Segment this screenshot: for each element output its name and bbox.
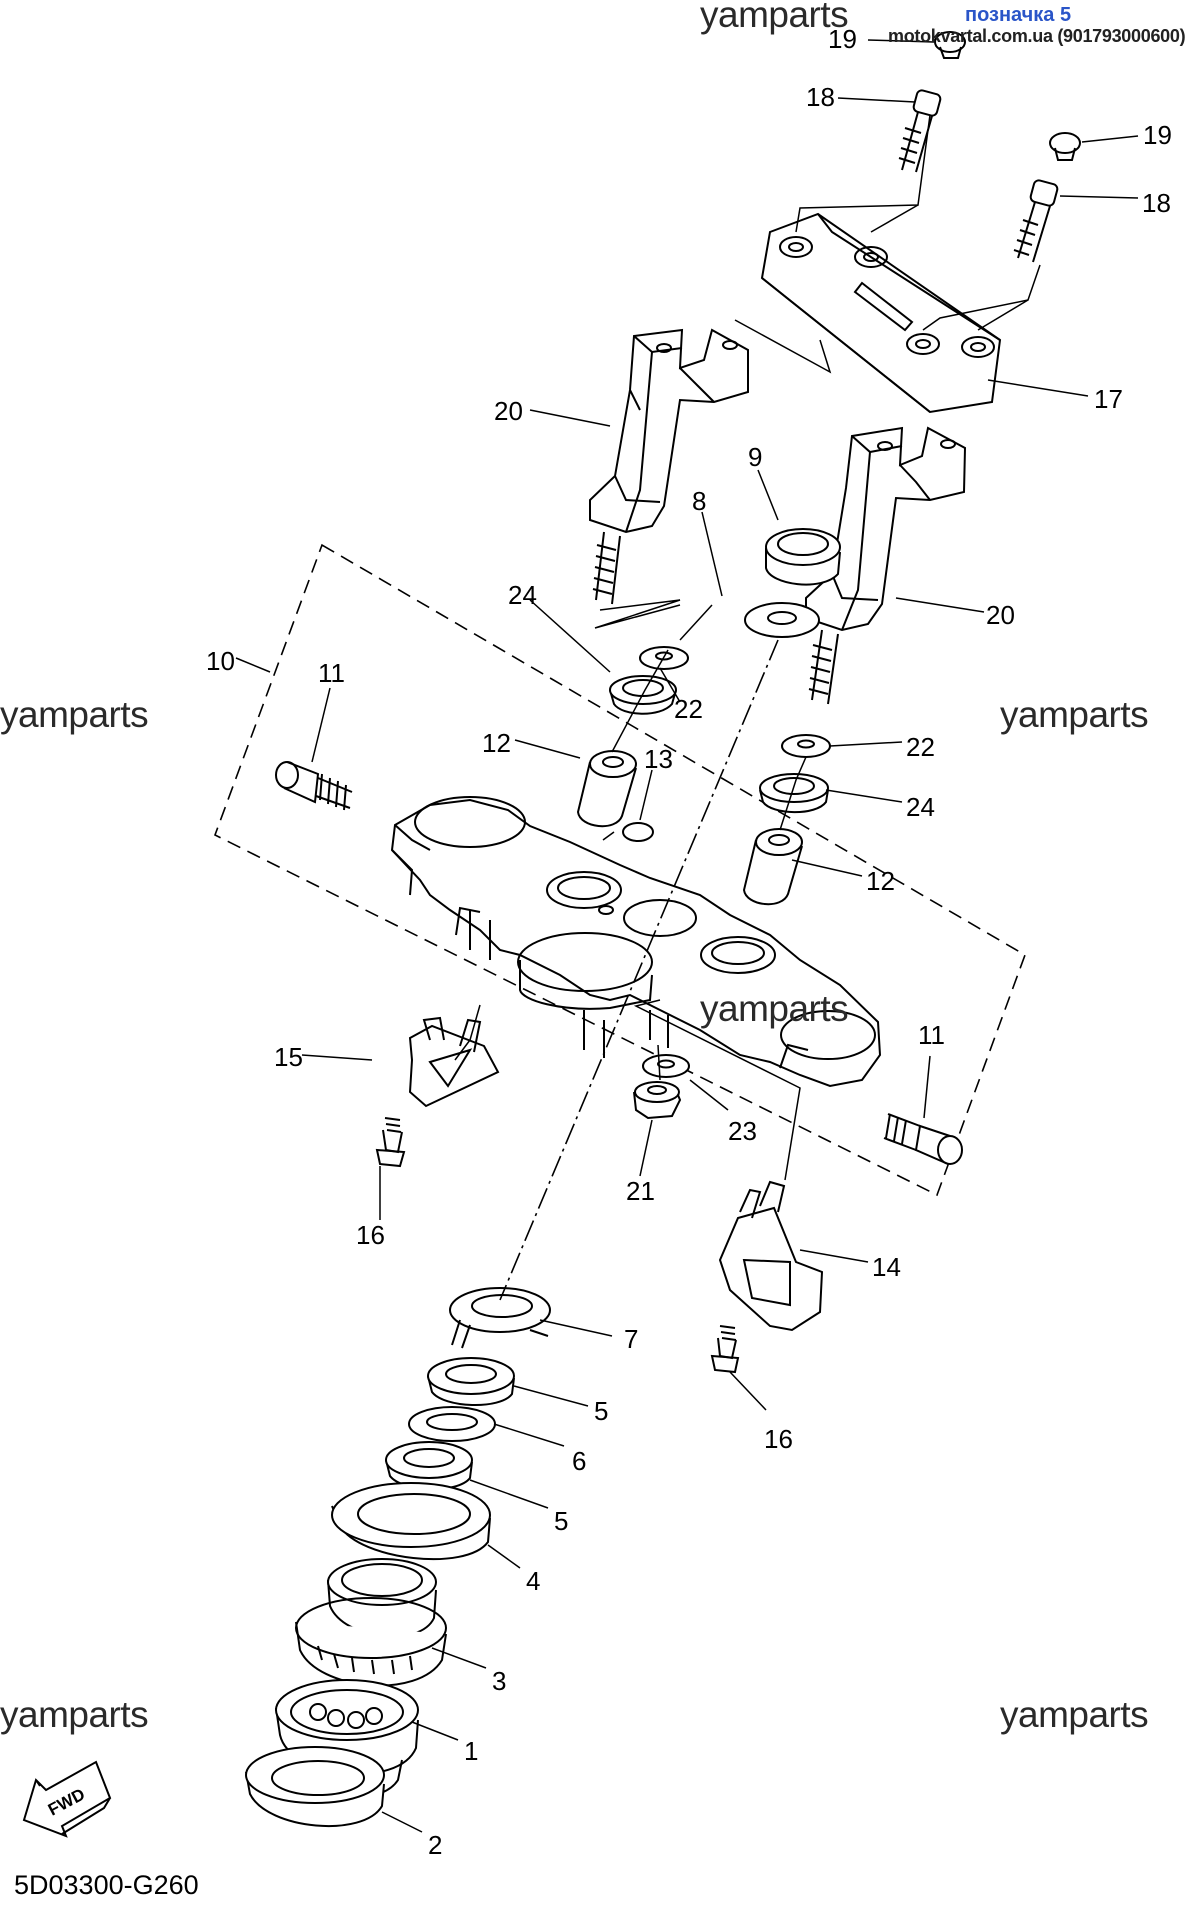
bracket-14 — [718, 1180, 824, 1332]
callout-14: 14 — [872, 1252, 901, 1282]
damper-24-right — [759, 773, 829, 814]
nut-9 — [765, 528, 841, 586]
callout-20: 20 — [494, 396, 523, 426]
callout-15: 15 — [274, 1042, 303, 1072]
callout-9: 9 — [748, 442, 762, 472]
callout-13: 13 — [644, 744, 673, 774]
header-url: motokvartal.com.ua (901793000600) — [888, 26, 1186, 46]
watermark-center: yamparts — [700, 988, 849, 1029]
callout-8: 8 — [692, 486, 706, 516]
steering-axis-line — [499, 639, 779, 1301]
washer-8 — [744, 602, 820, 638]
callout-10: 10 — [206, 646, 235, 676]
cap-19-top — [934, 31, 966, 53]
bolt-11-right — [883, 1113, 963, 1165]
watermark-top: yamparts — [700, 0, 849, 35]
bearing-3 — [295, 1558, 447, 1687]
lock-washer-7 — [449, 1287, 551, 1349]
watermark-left-mid: yamparts — [0, 694, 149, 735]
diagram-code: 5D03300-G260 — [14, 1870, 199, 1900]
callout-11: 11 — [318, 658, 345, 688]
callout-leaders — [235, 39, 1139, 1833]
damper-24-left — [609, 675, 677, 715]
bolt-18-right — [1013, 179, 1059, 263]
callout-22: 22 — [674, 694, 703, 724]
fwd-arrow-icon — [22, 1760, 112, 1838]
assembly-dashed-outline — [214, 543, 1026, 1197]
callout-19: 19 — [828, 24, 857, 54]
washer-23 — [642, 1054, 690, 1078]
ring-nut-5-top — [427, 1357, 515, 1406]
callout-5: 5 — [594, 1396, 608, 1426]
callout-12: 12 — [866, 866, 895, 896]
handlebar-holder-17 — [760, 212, 1002, 414]
callout-3: 3 — [492, 1666, 506, 1696]
callout-18: 18 — [806, 82, 835, 112]
callout-1: 1 — [464, 1736, 478, 1766]
handlebar-riser-20-right — [805, 426, 967, 705]
bolt-11-left — [275, 761, 353, 811]
callout-6: 6 — [572, 1446, 586, 1476]
callout-19: 19 — [1143, 120, 1172, 150]
o-ring-13 — [622, 822, 654, 842]
watermark-right-bottom: yamparts — [1000, 1694, 1149, 1735]
callout-23: 23 — [728, 1116, 757, 1146]
nut-21 — [633, 1081, 682, 1120]
callout-12: 12 — [482, 728, 511, 758]
callout-24: 24 — [508, 580, 537, 610]
ring-nut-5-bottom — [385, 1441, 473, 1490]
header-title: позначка 5 — [965, 4, 1072, 26]
oil-seal-2 — [245, 1746, 385, 1828]
watermark-right-mid: yamparts — [1000, 694, 1149, 735]
bushing-12-left — [576, 750, 637, 828]
watermark-left-bottom: yamparts — [0, 1694, 149, 1735]
callout-5: 5 — [554, 1506, 568, 1536]
callout-21: 21 — [626, 1176, 655, 1206]
callout-2: 2 — [428, 1830, 442, 1860]
bolt-16-right — [710, 1325, 740, 1374]
washer-6 — [408, 1406, 496, 1442]
callout-17: 17 — [1094, 384, 1123, 414]
callout-7: 7 — [624, 1324, 638, 1354]
dust-seal-4 — [331, 1482, 491, 1561]
handlebar-riser-20-left — [589, 328, 749, 605]
callout-16: 16 — [356, 1220, 385, 1250]
cap-19-right — [1049, 132, 1081, 154]
callout-4: 4 — [526, 1566, 540, 1596]
bolt-16-left — [375, 1117, 406, 1168]
upper-bracket-10 — [390, 796, 882, 1088]
bushing-12-right — [742, 828, 803, 906]
callout-20: 20 — [986, 600, 1015, 630]
callout-24: 24 — [906, 792, 935, 822]
washer-22-right — [781, 734, 831, 758]
bracket-15 — [408, 1016, 500, 1108]
callout-11: 11 — [918, 1020, 945, 1050]
callout-16: 16 — [764, 1424, 793, 1454]
callout-18: 18 — [1142, 188, 1171, 218]
callout-22: 22 — [906, 732, 935, 762]
callout-numbers: 19 18 19 18 17 20 9 8 20 24 22 10 11 12 … — [206, 24, 1172, 1860]
